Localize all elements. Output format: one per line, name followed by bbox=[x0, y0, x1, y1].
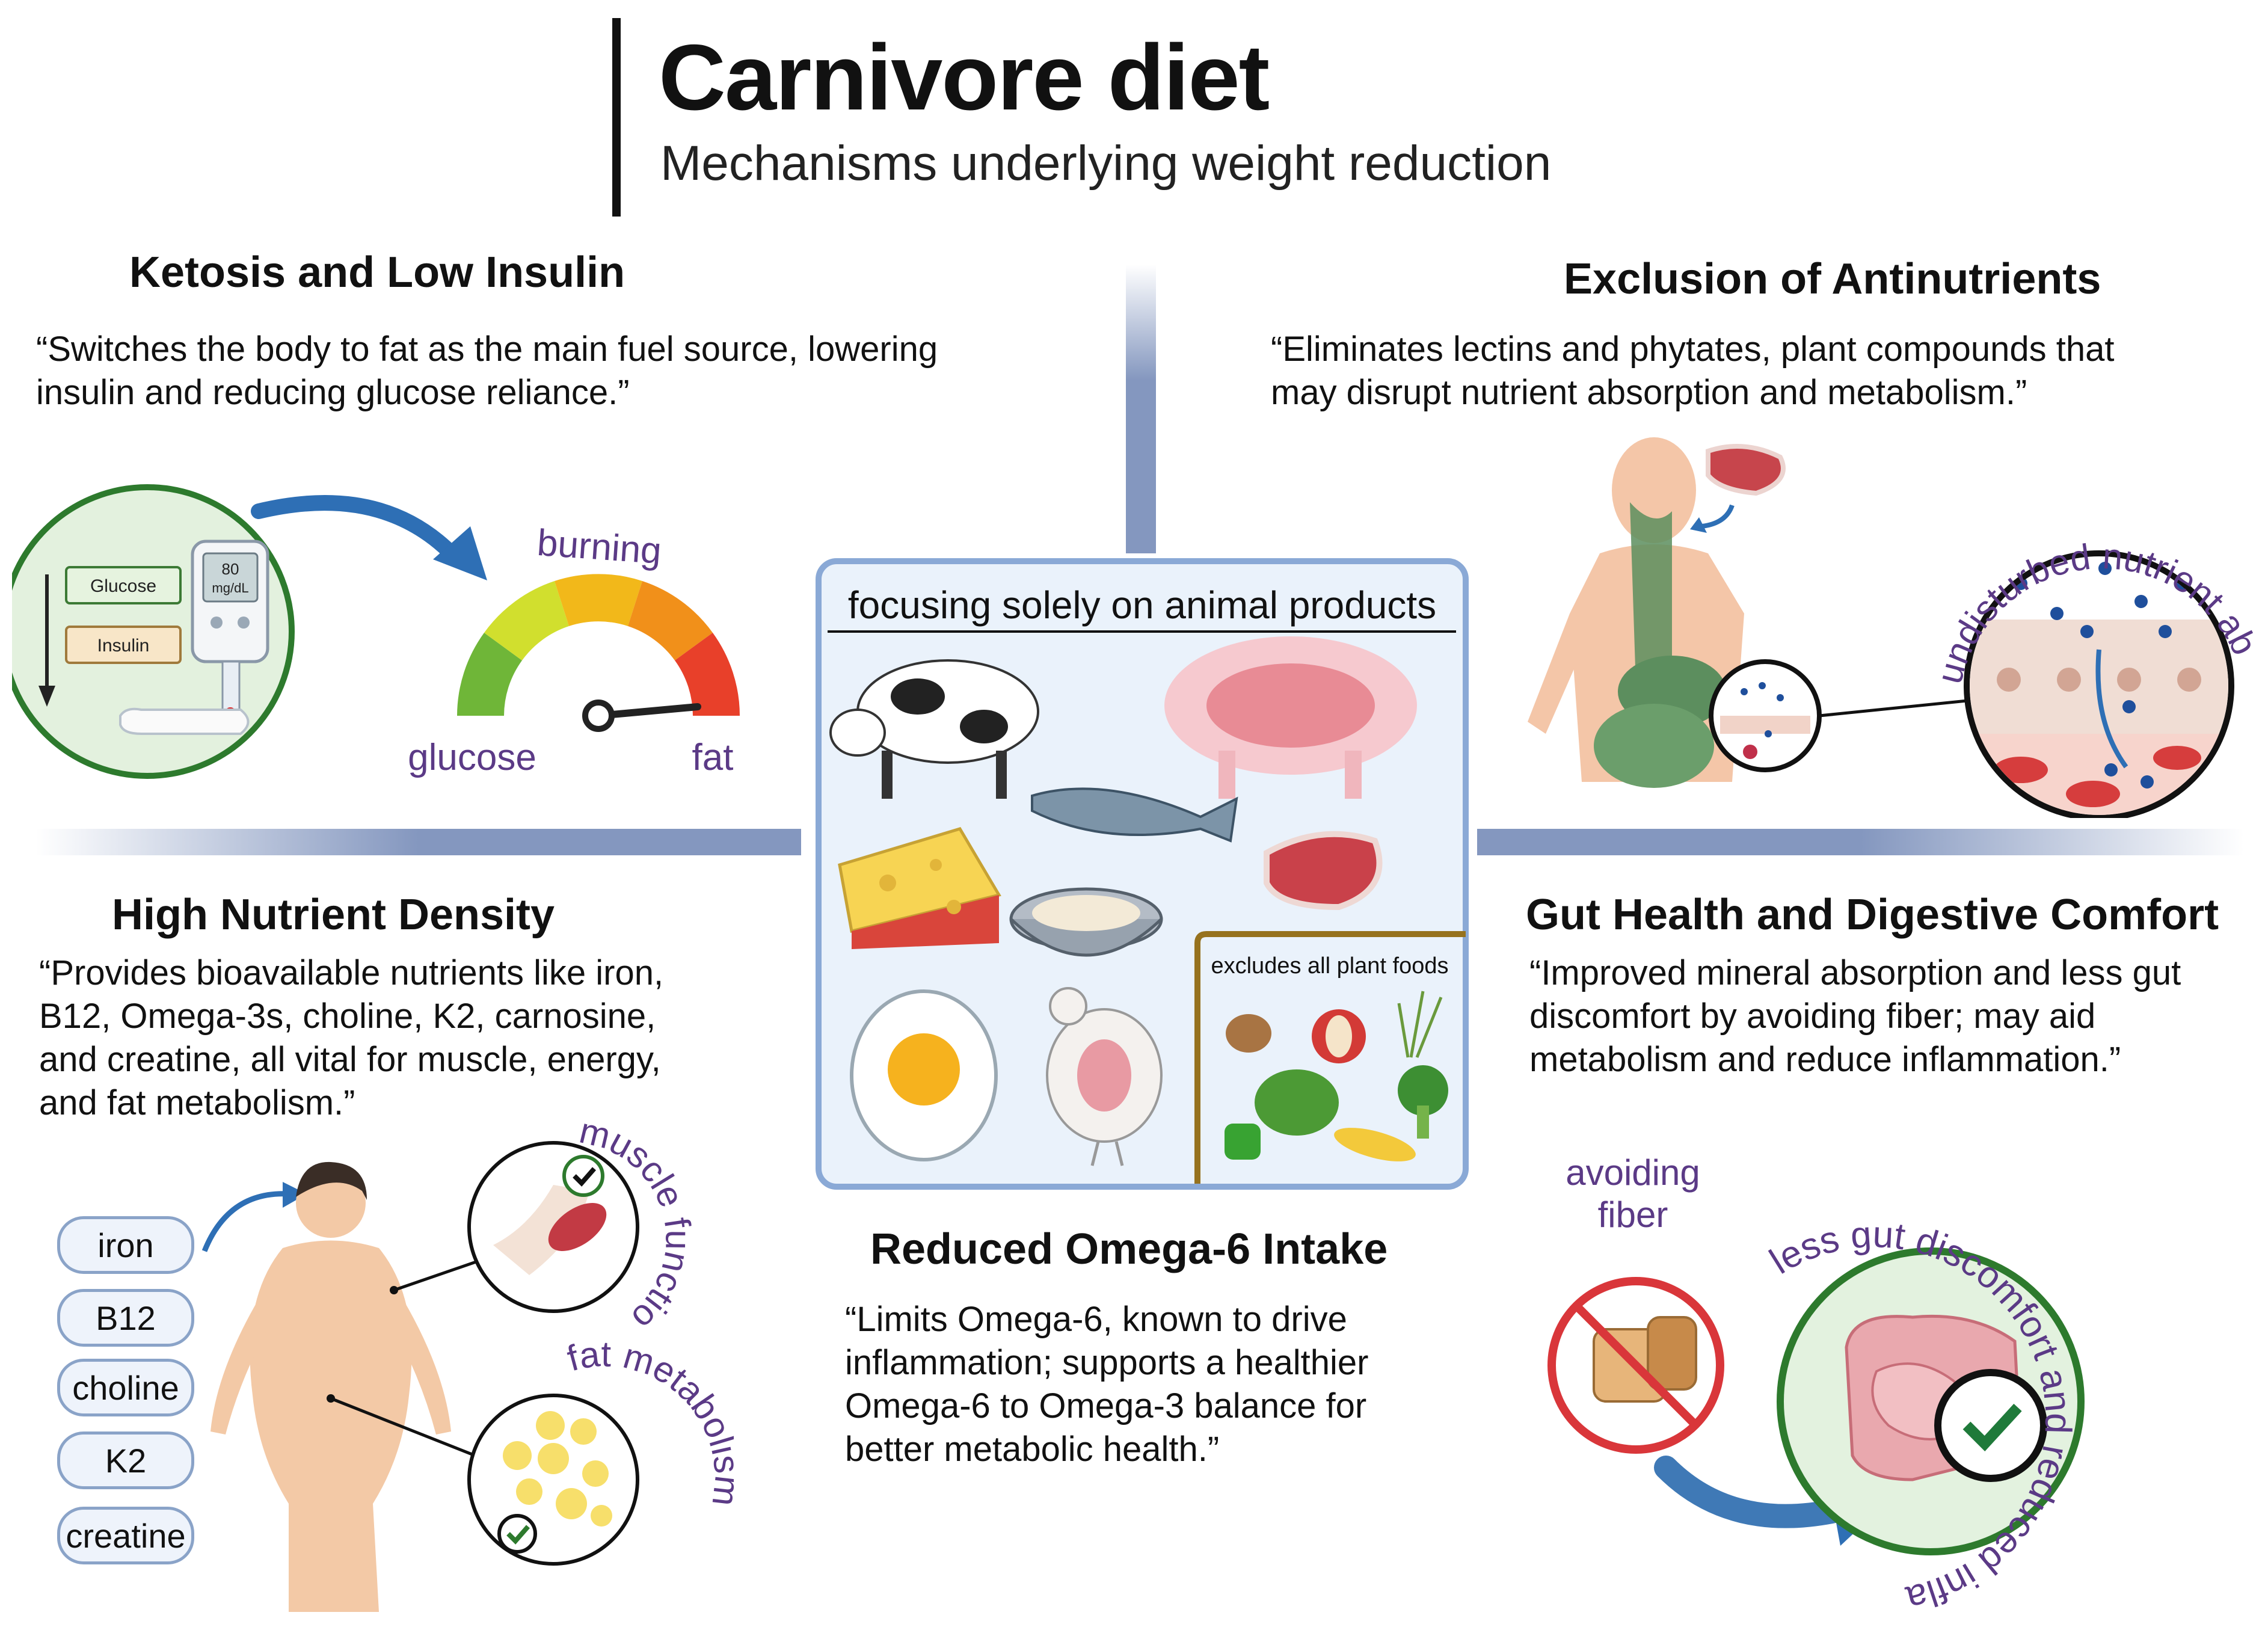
gauge-burning-label: burning bbox=[536, 522, 663, 572]
fish-icon bbox=[1031, 787, 1238, 843]
cheese-icon bbox=[838, 827, 1001, 949]
egg-icon bbox=[850, 989, 998, 1161]
omega-quote-line: better metabolic health.” bbox=[845, 1430, 1220, 1469]
fat-burning-gauge bbox=[457, 574, 740, 732]
avoid-fiber-line1: avoiding bbox=[1566, 1152, 1700, 1193]
ketosis-quote-line: “Switches the body to fat as the main fu… bbox=[36, 330, 938, 369]
steak-icon bbox=[1264, 831, 1383, 911]
divider-right bbox=[1477, 829, 2244, 855]
meat-icon bbox=[1706, 444, 1786, 496]
gut-title: Gut Health and Digestive Comfort bbox=[1526, 891, 2219, 939]
human-digestive-figure bbox=[1528, 437, 1744, 788]
nutrient-quote-line: and fat metabolism.” bbox=[39, 1083, 355, 1122]
center-box-title: focusing solely on animal products bbox=[848, 583, 1436, 627]
gut-illustration: avoiding fiber less gut discomfort and r… bbox=[1540, 1143, 2085, 1620]
pig-icon bbox=[1164, 636, 1417, 799]
gut-circle bbox=[1777, 1247, 2085, 1555]
gut-quote: “Improved mineral absorption and less gu… bbox=[1529, 952, 2181, 1081]
gut-quote-line: “Improved mineral absorption and less gu… bbox=[1529, 953, 2181, 992]
gut-quote-line: metabolism and reduce inflammation.” bbox=[1529, 1040, 2121, 1079]
divider-vertical bbox=[1126, 265, 1156, 553]
cow-icon bbox=[829, 659, 1039, 799]
nutrient-pill-creatine: creatine bbox=[57, 1507, 194, 1564]
meter-reading-unit: mg/dL bbox=[212, 580, 248, 595]
nutrient-pill-iron: iron bbox=[57, 1216, 194, 1274]
antinutrients-quote-line: may disrupt nutrient absorption and meta… bbox=[1271, 373, 2027, 412]
ketosis-quote: “Switches the body to fat as the main fu… bbox=[36, 328, 938, 414]
no-bread-icon bbox=[1547, 1277, 1724, 1454]
avoid-fiber-line2: fiber bbox=[1598, 1195, 1668, 1235]
antinutrients-quote-line: “Eliminates lectins and phytates, plant … bbox=[1271, 330, 2115, 369]
excludes-plants-panel: excludes all plant foods bbox=[1194, 931, 1466, 1184]
omega-quote: “Limits Omega-6, known to drive inflamma… bbox=[845, 1298, 1368, 1471]
curved-arrow bbox=[251, 495, 465, 567]
nutrient-pill-b12: B12 bbox=[57, 1289, 194, 1347]
meter-insulin-label: Insulin bbox=[97, 636, 150, 656]
divider-left bbox=[36, 829, 801, 855]
nutrient-quote-line: and creatine, all vital for muscle, ener… bbox=[39, 1040, 661, 1079]
nutrient-pill-k2: K2 bbox=[57, 1432, 194, 1489]
bowl-icon bbox=[1009, 887, 1163, 957]
omega-quote-line: Omega-6 to Omega-3 balance for bbox=[845, 1386, 1367, 1425]
chicken-icon bbox=[1046, 987, 1163, 1166]
nutrient-quote-line: “Provides bioavailable nutrients like ir… bbox=[39, 953, 664, 992]
meter-reading-value: 80 bbox=[222, 560, 239, 578]
omega-quote-line: “Limits Omega-6, known to drive bbox=[845, 1300, 1347, 1339]
nutrient-title: High Nutrient Density bbox=[112, 891, 555, 939]
gut-quote-line: discomfort by avoiding fiber; may aid bbox=[1529, 997, 2096, 1036]
muscle-circle bbox=[467, 1141, 639, 1313]
page-title: Carnivore diet bbox=[659, 25, 1270, 129]
omega-quote-line: inflammation; supports a healthier bbox=[845, 1343, 1369, 1382]
antinutrients-quote: “Eliminates lectins and phytates, plant … bbox=[1271, 328, 2114, 414]
ketosis-title: Ketosis and Low Insulin bbox=[129, 248, 625, 297]
antinutrients-title: Exclusion of Antinutrients bbox=[1564, 255, 2101, 303]
nutrient-quote: “Provides bioavailable nutrients like ir… bbox=[39, 952, 663, 1125]
excludes-label: excludes all plant foods bbox=[1211, 953, 1448, 979]
gauge-glucose-label: glucose bbox=[408, 737, 536, 778]
person-figure bbox=[211, 1161, 451, 1612]
title-bar bbox=[612, 18, 621, 217]
antinutrients-illustration: undisturbed nutrient absorption bbox=[1492, 433, 2261, 818]
ketosis-illustration: Glucose Insulin 80 mg/dL burning glucose… bbox=[12, 484, 740, 779]
page-subtitle: Mechanisms underlying weight reduction bbox=[660, 136, 1552, 191]
omega-title: Reduced Omega-6 Intake bbox=[870, 1225, 1388, 1273]
center-box: focusing solely on animal products bbox=[816, 558, 1469, 1190]
nutrient-pill-choline: choline bbox=[57, 1359, 194, 1416]
meter-glucose-label: Glucose bbox=[90, 576, 156, 596]
nutrient-quote-line: B12, Omega-3s, choline, K2, carnosine, bbox=[39, 997, 656, 1036]
nutrient-illustration: muscle function fat metabolism bbox=[192, 1119, 734, 1612]
gauge-fat-label: fat bbox=[692, 737, 734, 778]
fat-circle bbox=[467, 1394, 639, 1566]
ketosis-quote-line: insulin and reducing glucose reliance.” bbox=[36, 373, 630, 412]
